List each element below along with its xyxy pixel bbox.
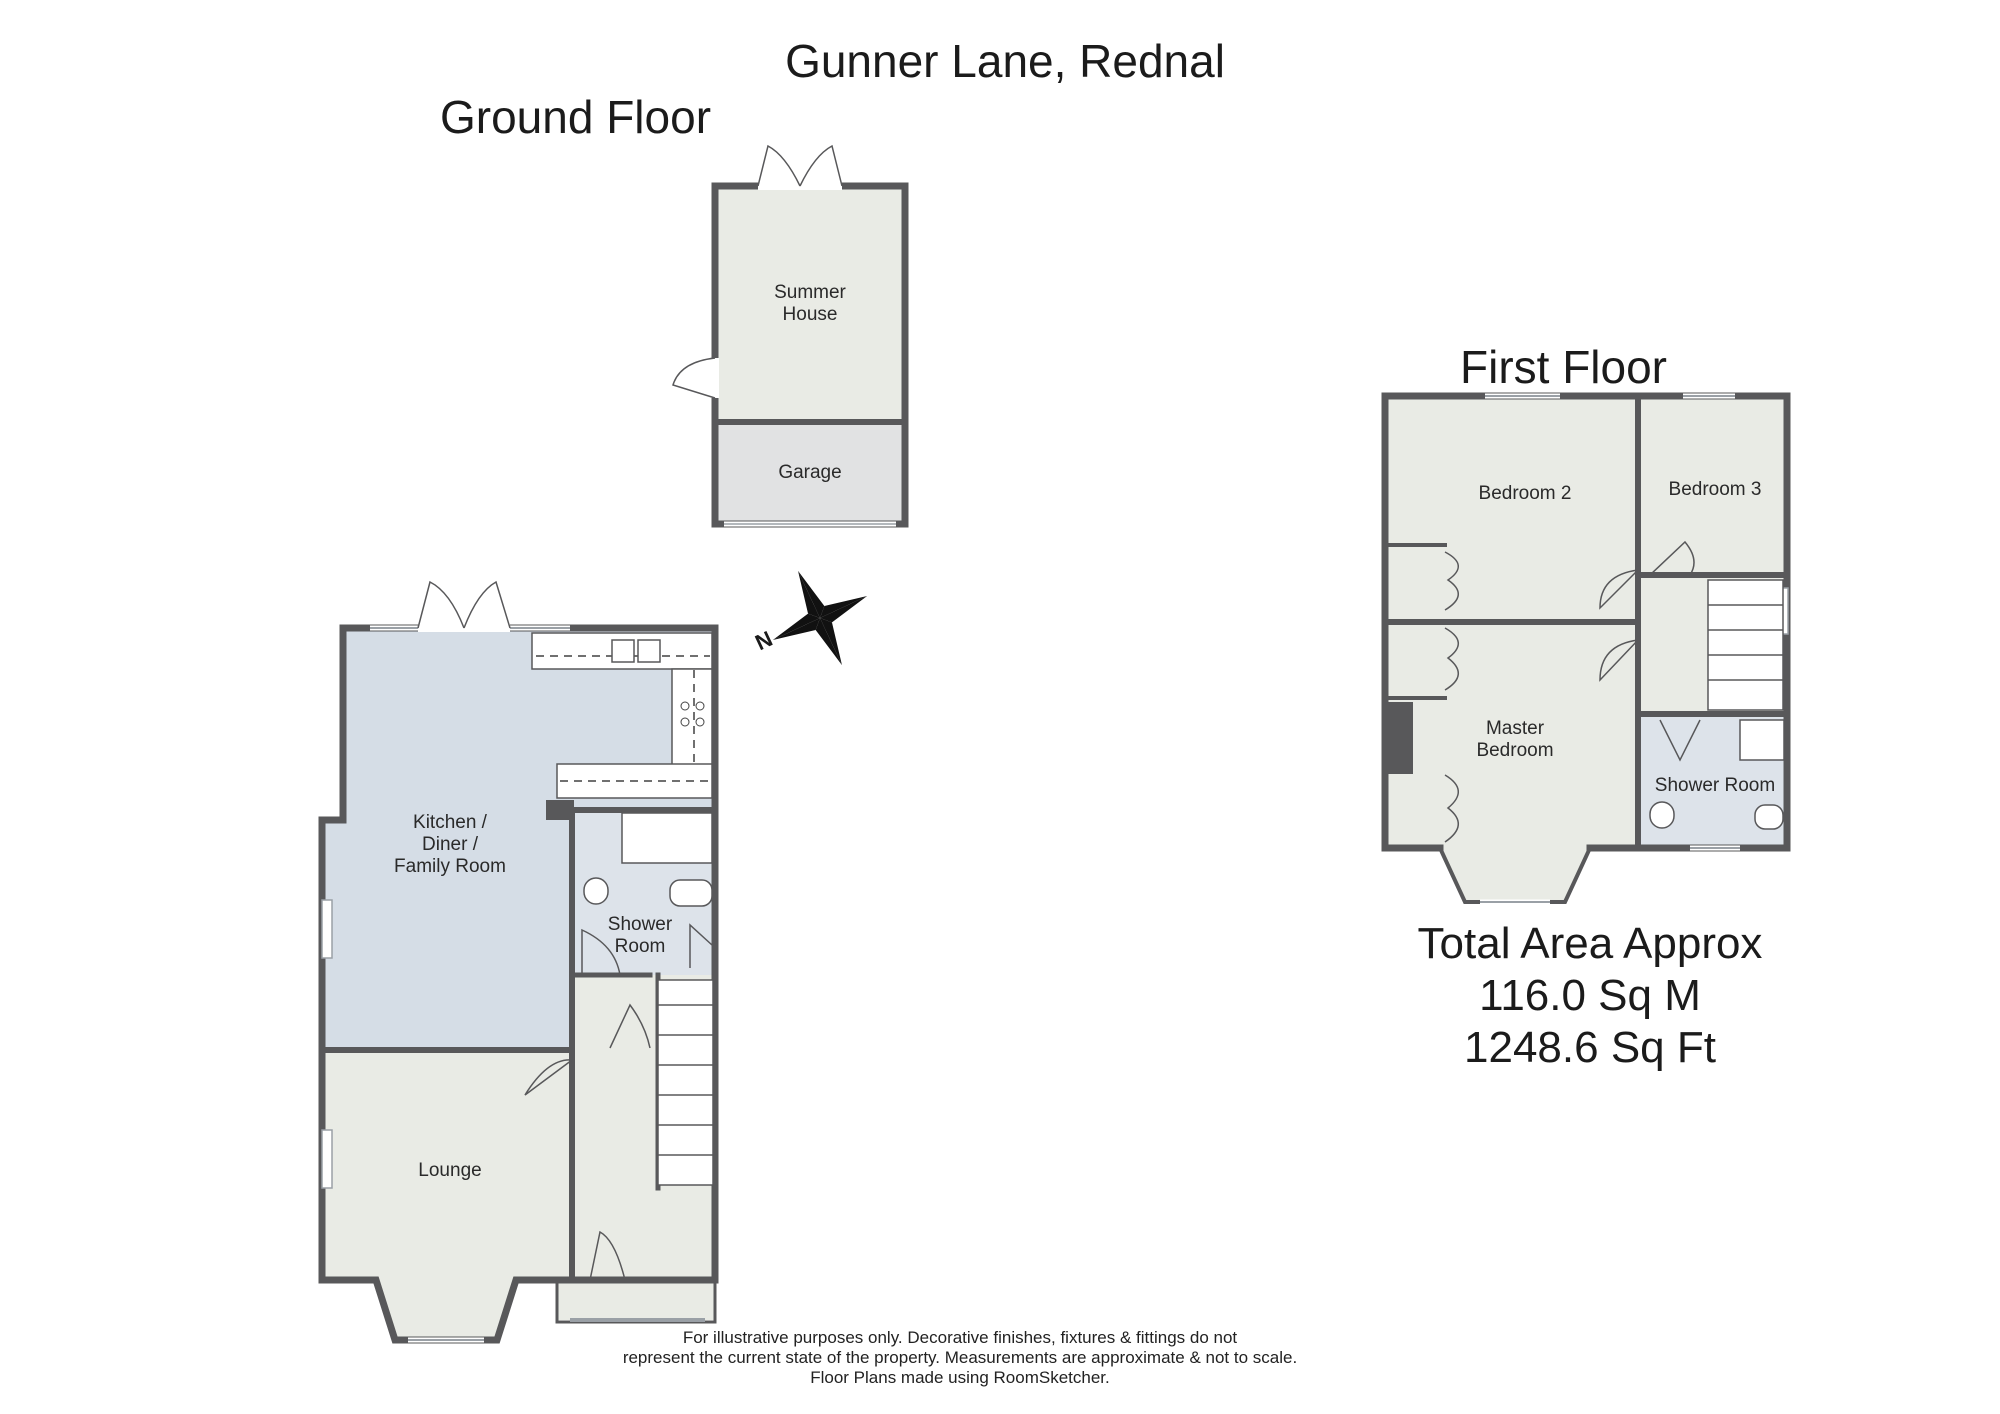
ground-floor-house [318,580,719,1344]
disclaimer-line-1: For illustrative purposes only. Decorati… [682,1328,1238,1347]
room-label-ground-shower-room: Shower Room [607,914,673,957]
room-label-bedroom-3: Bedroom 3 [1668,479,1762,500]
total-area-label: Total Area Approx [1417,919,1763,968]
first-floor-house [1381,392,1791,905]
disclaimer-line-2: represent the current state of the prope… [622,1348,1298,1367]
room-label-master-bedroom: Master Bedroom [1476,718,1554,761]
first-floor-heading: First Floor [1460,341,1667,393]
summer-house-building [672,144,909,528]
total-area-sq-ft: 1248.6 Sq Ft [1464,1023,1716,1072]
room-label-garage: Garage [778,462,842,483]
room-label-first-shower-room: Shower Room [1654,775,1776,796]
room-label-bedroom-2: Bedroom 2 [1478,483,1572,504]
total-area-sq-m: 116.0 Sq M [1479,971,1701,1020]
room-label-summer-house: Summer House [774,282,846,325]
room-label-kitchen: Kitchen / Diner / Family Room [394,812,506,877]
ground-floor-heading: Ground Floor [440,91,712,143]
page-title: Gunner Lane, Rednal [785,35,1225,87]
north-arrow-icon [772,570,868,666]
disclaimer-line-3: Floor Plans made using RoomSketcher. [810,1368,1110,1387]
room-label-lounge: Lounge [418,1160,482,1181]
